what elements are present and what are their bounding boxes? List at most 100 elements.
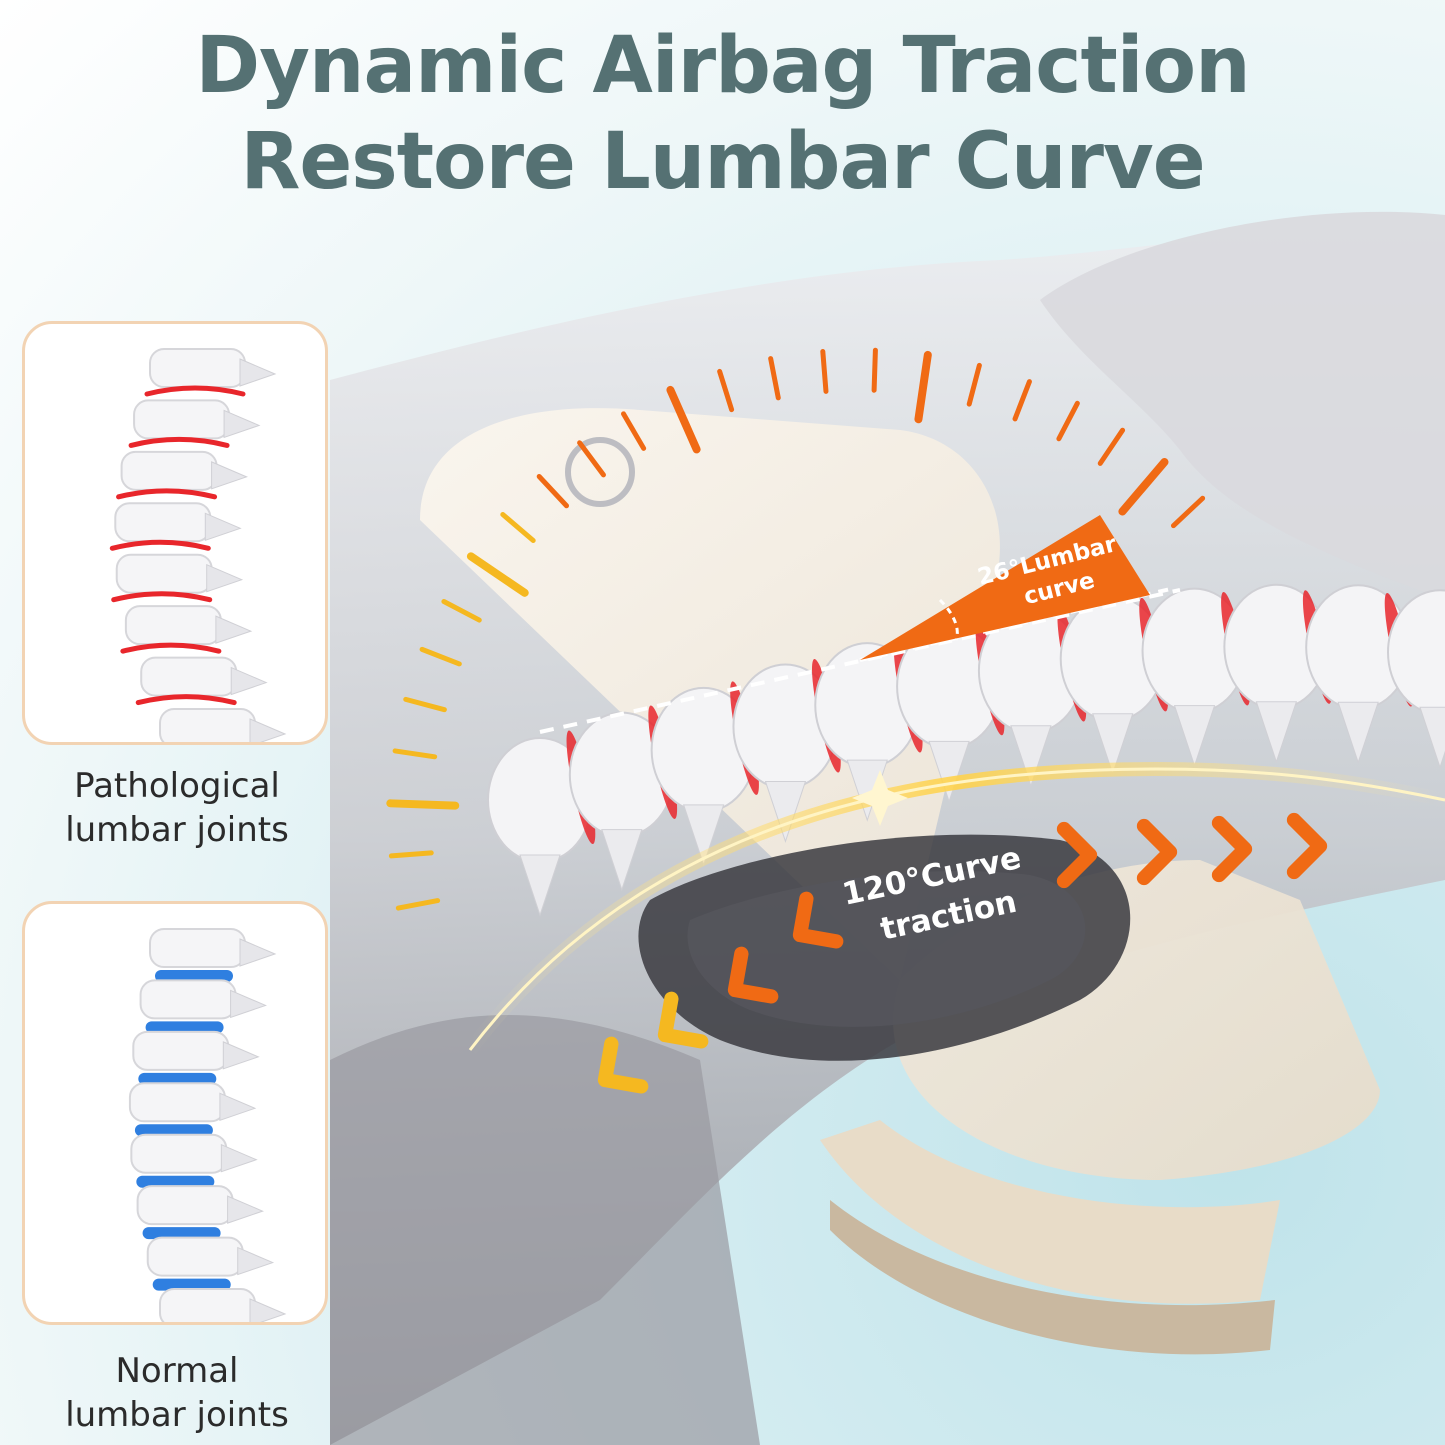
spinous-process bbox=[211, 461, 248, 490]
vertebra bbox=[146, 1236, 244, 1277]
spinal-disc bbox=[144, 385, 246, 397]
tick-mark bbox=[966, 362, 982, 407]
spinal-disc bbox=[152, 1278, 231, 1291]
spinous-process bbox=[1337, 701, 1379, 764]
spinous-process bbox=[601, 829, 643, 892]
vertebra bbox=[128, 1082, 226, 1123]
vertebra bbox=[159, 708, 256, 742]
chevron-icon bbox=[1136, 818, 1178, 886]
tick-mark bbox=[388, 850, 434, 859]
spinous-process bbox=[519, 854, 561, 917]
spinous-process bbox=[249, 1298, 287, 1322]
spinous-process bbox=[764, 780, 807, 844]
lower-body-shape bbox=[330, 1015, 760, 1445]
tick-mark bbox=[577, 440, 606, 478]
tick-mark bbox=[536, 474, 570, 509]
spinous-process bbox=[1173, 705, 1216, 768]
down-left-arrows-icon bbox=[597, 891, 844, 1094]
power-button bbox=[565, 437, 635, 507]
spinal-disc bbox=[109, 539, 211, 551]
spinous-process bbox=[215, 615, 253, 644]
vertebra bbox=[132, 1030, 230, 1071]
spine-column bbox=[487, 583, 1445, 917]
tick-mark bbox=[392, 748, 438, 760]
headline: Dynamic Airbag Traction Restore Lumbar C… bbox=[0, 18, 1445, 210]
tick-mark bbox=[395, 898, 441, 911]
tick-mark bbox=[466, 552, 529, 597]
chevron-icon bbox=[1056, 821, 1098, 889]
spinal-disc bbox=[142, 1227, 221, 1240]
spinal-disc bbox=[120, 642, 222, 654]
spinal-disc bbox=[138, 1072, 217, 1085]
right-arrows-icon bbox=[1056, 812, 1328, 889]
tick-mark bbox=[419, 646, 462, 667]
spinous-process bbox=[220, 1143, 258, 1173]
spinal-disc bbox=[134, 1124, 213, 1137]
pathological-spine-panel bbox=[22, 321, 328, 745]
reference-line-horizontal bbox=[539, 588, 1181, 734]
spinal-disc bbox=[135, 694, 237, 706]
chevron-icon bbox=[1211, 815, 1253, 883]
normal-caption-line-2: lumbar joints bbox=[65, 1395, 289, 1435]
spinous-process bbox=[219, 1092, 257, 1121]
tick-mark bbox=[1170, 495, 1206, 529]
shoulder-shape bbox=[1040, 211, 1445, 600]
device-bottom-rim bbox=[830, 1200, 1275, 1355]
vertebra bbox=[139, 979, 237, 1020]
vertebra bbox=[149, 928, 246, 968]
spinous-process bbox=[237, 1246, 275, 1276]
vertebra bbox=[140, 656, 238, 697]
spinal-disc bbox=[128, 436, 230, 448]
tick-mark bbox=[666, 385, 701, 454]
spinous-process bbox=[222, 1041, 260, 1070]
vertebra bbox=[159, 1288, 256, 1322]
spinous-process bbox=[230, 666, 268, 696]
spinal-disc bbox=[111, 591, 213, 603]
spinous-process bbox=[239, 938, 277, 967]
spinous-process bbox=[682, 804, 725, 867]
tick-mark bbox=[386, 799, 460, 810]
normal-spine-panel bbox=[22, 901, 328, 1325]
normal-spine-icon bbox=[128, 928, 287, 1322]
chevron-icon bbox=[657, 991, 709, 1049]
spinous-process bbox=[1010, 725, 1052, 788]
headline-line-1: Dynamic Airbag Traction bbox=[195, 21, 1250, 111]
spinous-process bbox=[928, 740, 970, 803]
spinal-disc bbox=[116, 488, 218, 500]
normal-caption-line-1: Normal bbox=[115, 1351, 239, 1391]
spinous-process bbox=[1092, 713, 1134, 776]
tick-mark bbox=[768, 356, 781, 401]
vertebra bbox=[136, 1185, 234, 1226]
chevron-icon bbox=[727, 946, 779, 1004]
tick-mark bbox=[621, 411, 647, 451]
tick-mark bbox=[500, 512, 536, 544]
spinous-process bbox=[204, 512, 242, 541]
spinous-process bbox=[206, 563, 244, 593]
vertebra bbox=[133, 399, 231, 440]
airbag-chamber-inner bbox=[687, 871, 1086, 1027]
spinous-process bbox=[223, 409, 261, 439]
chevron-icon bbox=[597, 1036, 649, 1094]
vertebra bbox=[114, 502, 212, 543]
vertebra bbox=[149, 348, 246, 388]
chevron-icon bbox=[1286, 812, 1328, 880]
tick-mark bbox=[717, 368, 735, 413]
pathological-spine-icon bbox=[109, 348, 287, 742]
normal-caption: Normal lumbar joints bbox=[22, 1349, 332, 1437]
spinous-process bbox=[239, 358, 277, 387]
tick-mark bbox=[1097, 427, 1126, 466]
spinous-process bbox=[230, 989, 267, 1019]
spinous-process bbox=[1419, 706, 1445, 769]
tick-mark bbox=[1012, 379, 1032, 422]
tick-mark bbox=[914, 350, 932, 424]
spinal-disc bbox=[136, 1175, 215, 1188]
spinous-process bbox=[227, 1195, 264, 1224]
tick-mark bbox=[403, 696, 447, 713]
chevron-icon bbox=[792, 891, 844, 949]
spinous-process bbox=[1255, 701, 1298, 764]
tick-mark bbox=[820, 348, 829, 394]
pathological-caption: Pathological lumbar joints bbox=[22, 764, 332, 852]
device-base bbox=[820, 1120, 1280, 1304]
